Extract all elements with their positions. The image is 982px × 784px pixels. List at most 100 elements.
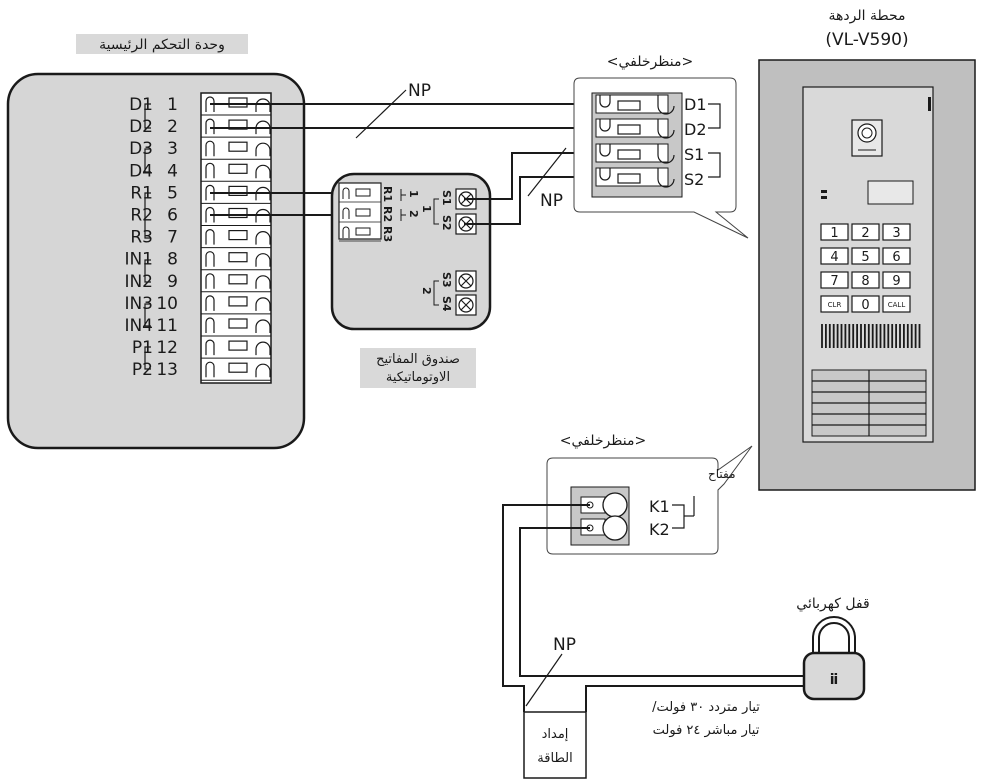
terminal-plate-icon bbox=[355, 227, 371, 236]
rear-view-key-title: <منظرخلفي> bbox=[560, 433, 646, 449]
lock-keyhole-icon: ⅱ bbox=[830, 672, 839, 688]
keypad-key[interactable]: 9 bbox=[882, 271, 911, 289]
terminal-name: D1 bbox=[129, 95, 153, 115]
power-spec-line1: تيار متردد ٣٠ فولت/ bbox=[652, 700, 760, 715]
switch-s-group: 2 bbox=[420, 287, 433, 295]
terminal-clamp-icon bbox=[205, 361, 215, 378]
svg-text:7: 7 bbox=[830, 274, 838, 289]
keypad-key[interactable]: 4 bbox=[820, 247, 849, 265]
terminal-clamp-icon bbox=[599, 168, 611, 181]
terminal-number: 7 bbox=[167, 228, 178, 248]
terminal-name: IN3 bbox=[124, 294, 153, 314]
name-plate bbox=[867, 180, 914, 205]
main-unit-brackets bbox=[144, 103, 151, 370]
svg-text:5: 5 bbox=[861, 250, 869, 265]
keypad-key[interactable]: 2 bbox=[851, 223, 880, 241]
svg-text:8: 8 bbox=[861, 274, 869, 289]
terminal-number: 9 bbox=[167, 272, 178, 292]
switch-r-group: 1 bbox=[407, 190, 420, 198]
terminal-plate-icon bbox=[228, 362, 248, 373]
rear-term-s1: S1 bbox=[684, 145, 704, 164]
keypad-key[interactable]: 3 bbox=[882, 223, 911, 241]
terminal-clamp-icon bbox=[205, 273, 215, 289]
terminal-plate-icon bbox=[617, 173, 641, 184]
keypad-key[interactable]: 0 bbox=[851, 295, 880, 313]
switch-box-title-1: صندوق المفاتيح bbox=[376, 352, 460, 367]
terminal-number: 3 bbox=[167, 139, 178, 159]
terminal-plate-icon bbox=[355, 208, 371, 217]
keypad-key[interactable]: CLR bbox=[820, 295, 849, 313]
svg-text:CALL: CALL bbox=[888, 301, 906, 309]
main-unit-title-bg bbox=[76, 34, 248, 54]
keypad-key[interactable]: 8 bbox=[851, 271, 880, 289]
keypad-key[interactable]: CALL bbox=[882, 295, 911, 313]
terminal-plate-icon bbox=[617, 124, 641, 135]
terminal-plate-icon bbox=[228, 97, 248, 108]
main-unit-title: وحدة التحكم الرئيسية bbox=[99, 37, 225, 53]
terminal-plate-icon bbox=[228, 163, 248, 174]
terminal-clamp-icon bbox=[205, 229, 215, 245]
terminal-plate-icon bbox=[228, 230, 248, 241]
switch-s-label: S2 bbox=[440, 215, 453, 231]
rear-view-top-terminals bbox=[595, 94, 675, 188]
terminal-screw-icon bbox=[255, 98, 271, 112]
terminal-clamp-icon bbox=[205, 118, 215, 135]
terminal-screw-icon bbox=[255, 363, 271, 378]
terminal-clamp-icon bbox=[599, 95, 611, 108]
terminal-k1: K1 bbox=[649, 497, 670, 516]
keypad-key[interactable]: 6 bbox=[882, 247, 911, 265]
switch-r-label: R2 bbox=[381, 206, 394, 222]
terminal-number: 6 bbox=[167, 206, 178, 226]
terminal-clamp-icon bbox=[205, 140, 215, 157]
terminal-clamp-icon bbox=[342, 207, 350, 219]
terminal-plate-icon bbox=[617, 149, 641, 160]
switch-r-label: R1 bbox=[381, 186, 394, 202]
switch-box-title-bg bbox=[360, 348, 476, 388]
terminal-plate-icon bbox=[228, 119, 248, 130]
switch-s-label: S4 bbox=[440, 296, 453, 312]
wires-lock-circuit bbox=[502, 504, 835, 712]
terminal-number: 13 bbox=[156, 360, 178, 380]
terminal-number: 10 bbox=[156, 294, 178, 314]
terminal-screw-icon bbox=[255, 297, 271, 311]
svg-text:0: 0 bbox=[861, 298, 869, 313]
terminal-k1-screw bbox=[602, 492, 628, 518]
terminal-screw-icon bbox=[255, 341, 271, 356]
power-spec-line2: تيار مباشر ٢٤ فولت bbox=[653, 723, 760, 738]
terminal-clamp-icon bbox=[599, 119, 611, 132]
main-unit-terminals bbox=[201, 96, 271, 381]
terminal-plate-icon bbox=[228, 318, 248, 329]
np-label-top: NP bbox=[408, 81, 431, 101]
terminal-name: IN2 bbox=[124, 272, 153, 292]
switch-r-group: 2 bbox=[407, 210, 420, 218]
terminal-number: 2 bbox=[167, 117, 178, 137]
terminal-name: R1 bbox=[130, 183, 153, 203]
terminal-number: 1 bbox=[167, 95, 178, 115]
terminal-clamp-icon bbox=[205, 251, 215, 267]
terminal-name: IN4 bbox=[124, 316, 153, 336]
terminal-plate-icon bbox=[228, 340, 248, 351]
padlock-icon bbox=[802, 651, 866, 701]
svg-text:1: 1 bbox=[830, 226, 838, 241]
keypad-key[interactable]: 7 bbox=[820, 271, 849, 289]
terminal-name: D2 bbox=[129, 117, 153, 137]
terminal-k2-screw bbox=[602, 515, 628, 541]
terminal-screw-icon bbox=[255, 253, 271, 267]
switch-s-label: S1 bbox=[440, 190, 453, 206]
terminal-plate-icon bbox=[228, 207, 248, 219]
terminal-plate-icon bbox=[617, 100, 641, 111]
terminal-name: D3 bbox=[129, 139, 153, 159]
terminal-number: 11 bbox=[156, 316, 178, 336]
keypad-key[interactable]: 1 bbox=[820, 223, 849, 241]
terminal-screw-icon bbox=[255, 319, 271, 333]
svg-text:CLR: CLR bbox=[828, 301, 842, 309]
terminal-name: D4 bbox=[129, 161, 153, 181]
terminal-name: R3 bbox=[130, 228, 153, 248]
wires-r1-r2 bbox=[210, 192, 350, 216]
keypad-key[interactable]: 5 bbox=[851, 247, 880, 265]
rear-view-top-brackets bbox=[708, 103, 721, 178]
